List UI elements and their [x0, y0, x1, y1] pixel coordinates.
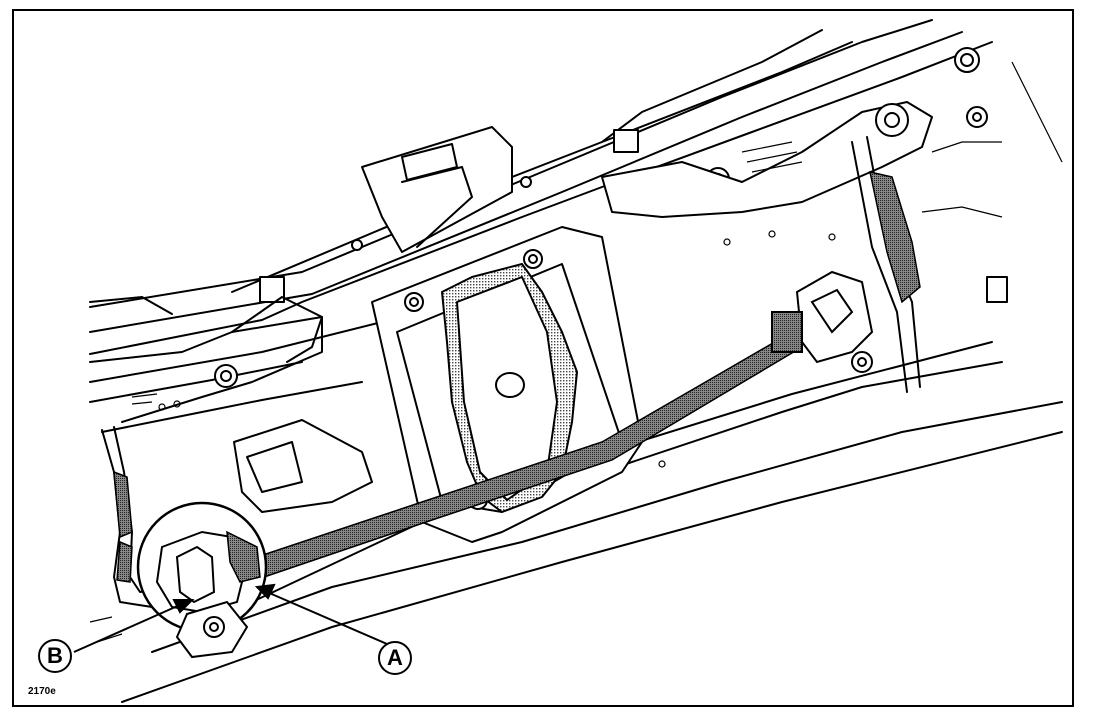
- subframe-line-drawing: [73, 19, 1063, 703]
- callout-b: B: [38, 639, 72, 673]
- right-control-arm: [601, 101, 933, 393]
- lower-frame-beam: [89, 321, 1063, 703]
- callout-a: A: [378, 641, 412, 675]
- leader-arrows: [73, 583, 388, 653]
- detail-circle: [136, 501, 268, 659]
- anti-roll-bar: [113, 171, 921, 583]
- right-bushing-bracket: [771, 270, 874, 364]
- diagram-frame: B A 2170e: [12, 9, 1074, 707]
- left-control-arm: [89, 296, 373, 513]
- figure-number: 2170e: [28, 686, 56, 697]
- detail-strokes: [89, 61, 1063, 643]
